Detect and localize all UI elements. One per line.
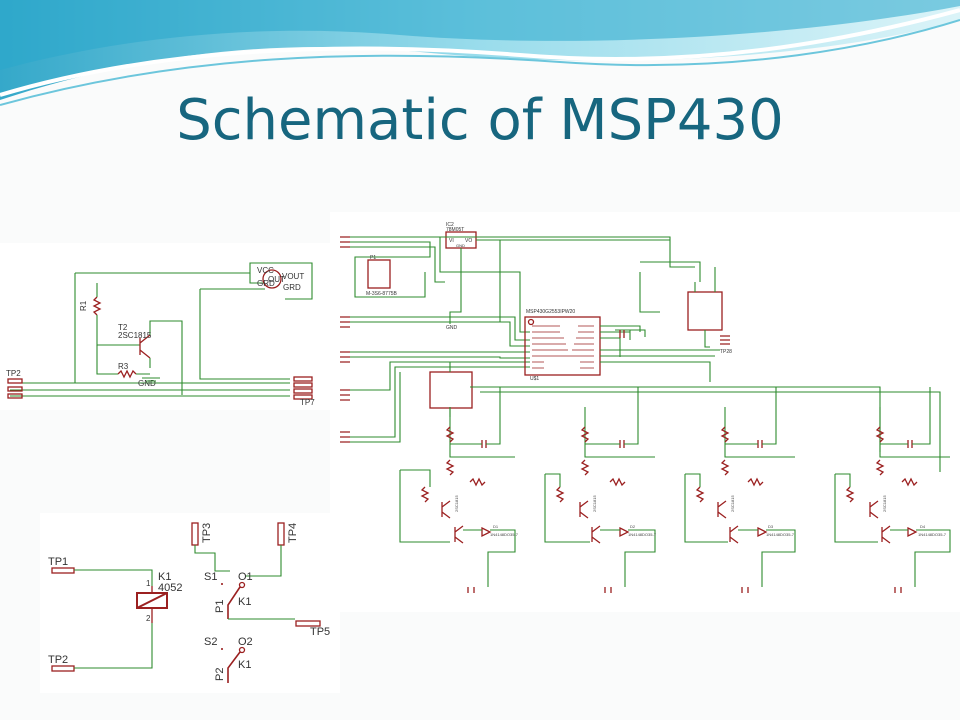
mcu-name-label: MSP430G2553IPW20 [526,309,575,315]
o2-label: O2 [238,636,253,648]
vcc-label: VCC [257,266,274,275]
tp28-label: TP28 [720,349,732,355]
vout-label: VOUT [282,272,304,281]
p1-switch-label: P1 [214,600,226,613]
main-schematic: P1 M-3S6-8775B IC2 78M05T VI VO GND GND … [340,222,951,593]
k1-contact2-label: K1 [238,659,251,671]
d4-label: D4 [920,524,926,529]
d1-part-label: 1N4148DO35-7 [490,532,519,537]
main-schematic-panel: P1 M-3S6-8775B IC2 78M05T VI VO GND GND … [330,212,960,612]
p1-header [367,259,391,289]
mcu-ref-label: U$1 [530,376,539,382]
tp2-pad [51,665,75,672]
t1-part-label: 2SC1815 [454,495,459,512]
r1-label: R1 [79,300,88,311]
tp7-label: TP7 [300,398,315,407]
gnd-symbol-label: GND [446,325,458,331]
tp7-pad [293,376,313,382]
t3-part-label: 2SC1815 [730,495,735,512]
tp3-pad [191,522,199,546]
header-wave [0,0,960,106]
k1-label: K1 [158,571,171,583]
relay-schematic: TP1 TP2 K1 4052 1 2 TP3 TP4 S1 O1 [48,522,330,683]
grd-in-label: GRD [257,279,275,288]
relay-tp1-label: TP1 [48,556,68,568]
k1-part-label: 4052 [158,582,182,594]
relay-schematic-panel: TP1 TP2 K1 4052 1 2 TP3 TP4 S1 O1 [40,513,340,693]
d3-label: D3 [768,524,774,529]
k1-contact1-label: K1 [238,596,251,608]
pin2-label: 2 [146,614,151,623]
s2-label: S2 [204,636,217,648]
power-schematic: R1 T2 2SC1815 R3 GND VCC VOUT GRD GRD OU… [6,262,315,407]
power-schematic-panel: R1 T2 2SC1815 R3 GND VCC VOUT GRD GRD OU… [0,243,330,410]
tp2-label: TP2 [6,369,21,378]
d2-part-label: 1N4148DO35-7 [628,532,657,537]
ic2-vo-label: VO [465,238,472,244]
p2-header [687,291,723,331]
relay-tp4-label: TP4 [287,523,299,543]
tp4-pad [277,522,285,546]
pin1-label: 1 [146,579,151,588]
ic2-gnd-label: GND [456,243,465,248]
out-label: OUT [268,275,285,284]
left-testpoints [340,236,350,443]
d4-part-label: 1N4148DO35-7 [918,532,947,537]
relay-tp2-label: TP2 [48,654,68,666]
t2-label: T2 [118,323,128,332]
r3-label: R3 [118,362,129,371]
tp2-pad [7,378,23,384]
gnd-label: GND [138,379,156,388]
tp1-pad [51,567,75,574]
p1-label: P1 [370,255,376,261]
channel-3: D3 1N4148DO35-7 2SC1815 [684,387,796,593]
relay-tp3-label: TP3 [201,523,213,543]
p2-switch-label: P2 [214,668,226,681]
t4-part-label: 2SC1815 [882,495,887,512]
s1-label: S1 [204,571,217,583]
grd-out-label: GRD [283,283,301,292]
p3-header [429,371,473,409]
channel-2: D2 1N4148DO35-7 2SC1815 [544,387,657,593]
channel-1: D1 1N4148DO35-7 2SC1815 [399,387,519,593]
tp28-pads [720,335,730,345]
relay-tp5-label: TP5 [310,626,330,638]
p1-part-label: M-3S6-8775B [366,291,398,297]
d2-label: D2 [630,524,636,529]
channel-4: D4 1N4148DO35-7 2SC1815 [834,387,951,593]
o1-label: O1 [238,571,253,583]
d1-label: D1 [493,524,499,529]
ic2-vi-label: VI [449,238,454,244]
tp5-pad [295,620,321,627]
ic2-label: IC2 [446,222,454,228]
t2-part-label: 2SC1815 [592,495,597,512]
d3-part-label: 1N4148DO35-7 [766,532,795,537]
ic2-part-label: 78M05T [446,227,464,233]
slide-title: Schematic of MSP430 [176,88,784,153]
t2-part-label: 2SC1815 [118,331,152,340]
mcu-chip [524,316,601,376]
